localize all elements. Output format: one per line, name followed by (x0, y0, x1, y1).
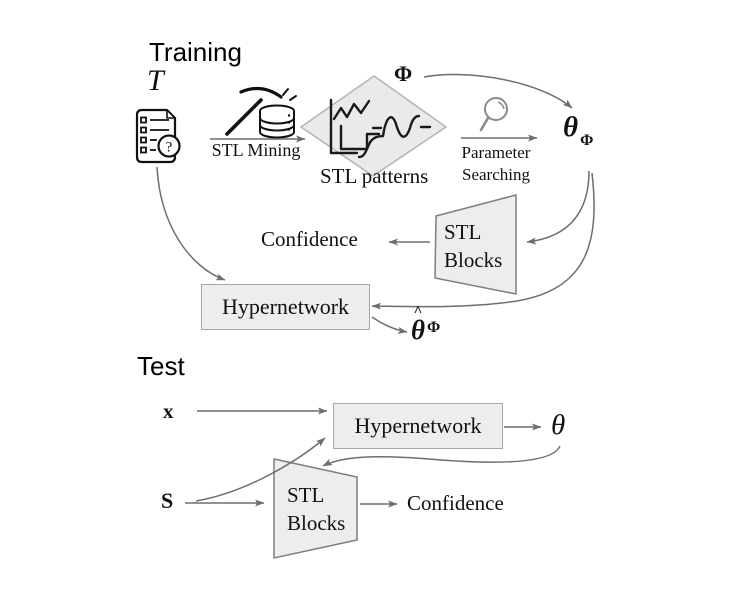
arrow-theta-to-stl-blocks (322, 445, 561, 467)
stl-patterns-diamond (299, 75, 448, 177)
theta-hat-phi-symbol: ^ θ Φ (411, 303, 441, 345)
arrow-theta-phi-to-stl-blocks (526, 170, 590, 245)
arrows (156, 73, 595, 508)
s-input-symbol: S (161, 488, 174, 513)
stl-blocks-trapezoid-test (273, 458, 358, 559)
theta-hat-subscript: Φ (427, 319, 441, 336)
stl-patterns-label: STL patterns (320, 164, 429, 188)
dataset-symbol: T (147, 64, 164, 97)
test-section-title: Test (137, 351, 185, 381)
stl-blocks-training-line1: STL (444, 220, 482, 244)
question-circle (157, 134, 181, 158)
arrow-hypernetwork-to-theta-hat (371, 316, 408, 334)
arrow-dataset-to-hypernetwork (156, 166, 226, 281)
parameter-searching-label: Parameter Searching (450, 142, 542, 186)
theta-phi-base: θ (563, 111, 579, 143)
stl-mining-label: STL Mining (211, 140, 301, 160)
hypernetwork-box-test: Hypernetwork (333, 403, 503, 449)
magnifying-glass-icon (479, 97, 508, 132)
stl-blocks-test-line2: Blocks (287, 511, 346, 535)
phi-symbol: Φ (394, 61, 413, 86)
stl-blocks-trapezoid-training (434, 194, 517, 295)
theta-phi-subscript: Φ (580, 132, 594, 149)
stl-blocks-training-line2: Blocks (444, 248, 503, 272)
pickaxe-database-icon (225, 86, 297, 139)
parameter-searching-line1: Parameter (461, 143, 531, 162)
hypernetwork-label-training: Hypernetwork (221, 294, 350, 319)
question-glyph: ? (166, 140, 173, 156)
stl-blocks-label-training: STL Blocks (444, 218, 502, 274)
arrow-theta-phi-to-hypernetwork (371, 172, 595, 310)
x-input-symbol: x (163, 399, 174, 423)
theta-output-symbol: θ (551, 409, 566, 441)
arrow-phi-to-theta-phi (423, 73, 573, 109)
theta-hat-accent: ^ (413, 304, 423, 320)
hypernetwork-box-training: Hypernetwork (201, 284, 370, 330)
confidence-label-training: Confidence (261, 227, 358, 251)
stl-blocks-label-test: STL Blocks (287, 481, 345, 537)
confidence-label-test: Confidence (407, 491, 504, 515)
theta-hat-base: θ (411, 315, 426, 345)
training-section-title: Training (149, 37, 242, 67)
stl-blocks-test-line1: STL (287, 483, 325, 507)
arrow-s-to-hypernetwork (195, 437, 326, 502)
hypernetwork-label-test: Hypernetwork (354, 413, 482, 438)
document-checklist-question-icon: ? (135, 108, 181, 164)
signal-sketch-icon (329, 98, 432, 159)
parameter-searching-line2: Searching (462, 165, 530, 184)
